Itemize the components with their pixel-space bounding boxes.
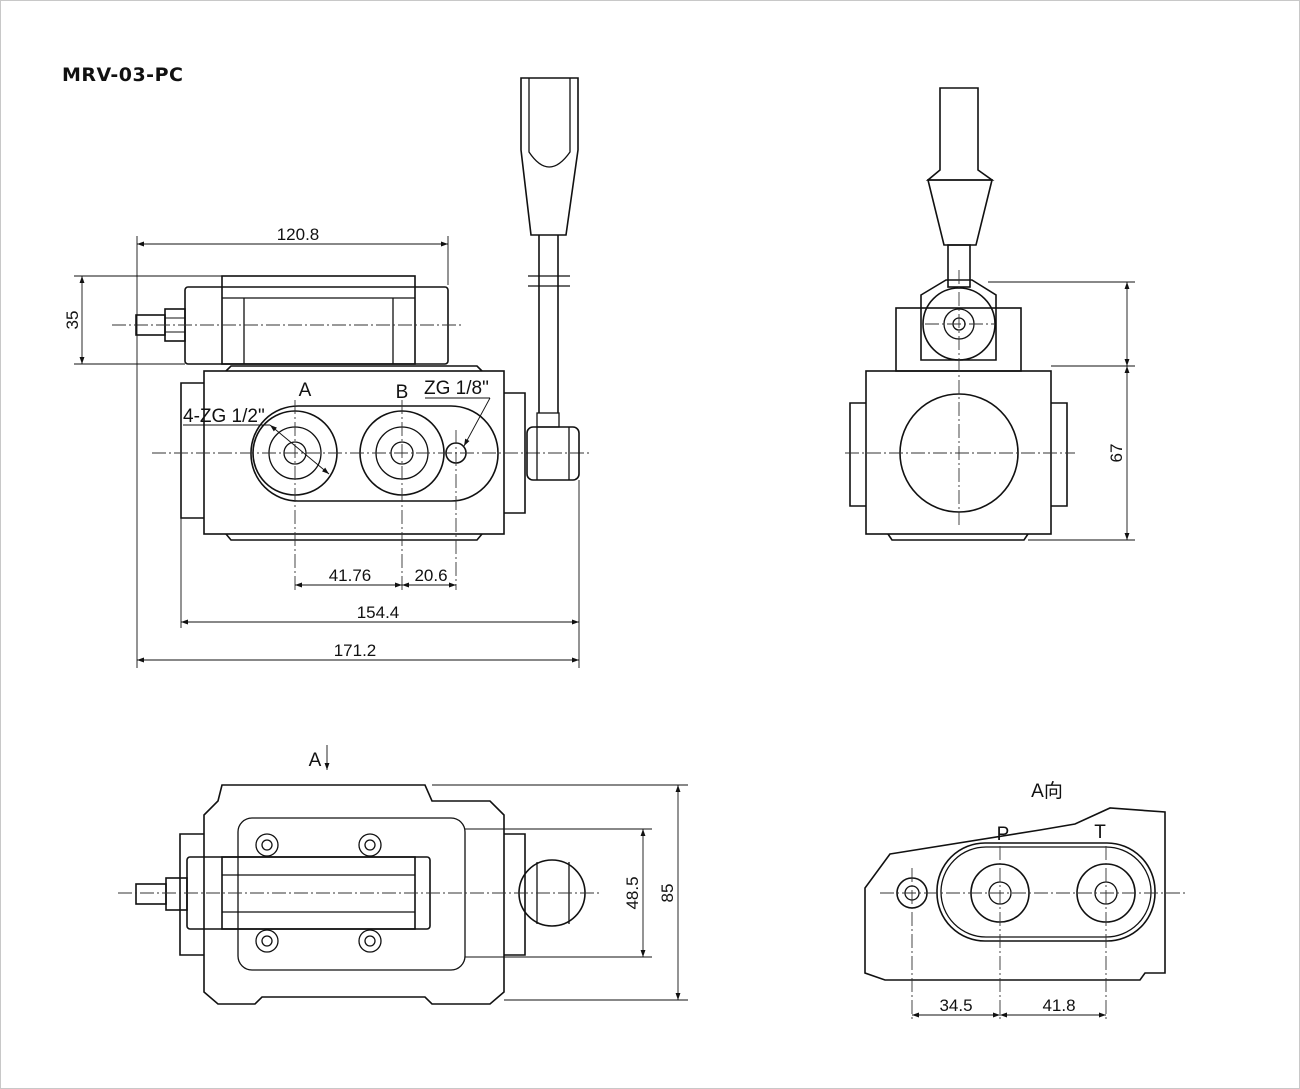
top-body [203,784,505,1005]
dim-body-length: 154.4 [357,603,400,622]
port-plate [250,405,499,502]
dim-p-to-t: 41.8 [1042,996,1075,1015]
valve-body [203,370,505,535]
side-body [865,370,1052,535]
view-a [864,807,1185,1022]
dim-overall-length: 171.2 [334,641,377,660]
dim-port-spacing: 41.76 [329,566,372,585]
upper-cylinder-cap [221,275,416,365]
label-port-p: P [997,824,1010,845]
dim-hole-to-p: 34.5 [939,996,972,1015]
label-port-t: T [1094,822,1106,843]
dim-top-width: 120.8 [277,225,320,244]
label-thread-main: 4-ZG 1/2" [183,406,265,427]
label-view-arrow: A [309,750,322,771]
dim-bolt-spacing: 48.5 [623,876,642,909]
label-port-a: A [299,380,312,401]
label-view-a-title: A向 [1031,780,1063,802]
dim-pilot-offset: 20.6 [414,566,447,585]
side-upper-housing [895,307,1022,372]
front-view [74,77,590,668]
label-thread-pilot: ZG 1/8" [424,378,489,399]
side-lever-grip [926,179,994,246]
handle-lever-base [536,412,560,428]
top-cover [237,817,466,971]
handle-pivot-block [526,426,580,481]
dim-top-height: 35 [63,311,82,330]
side-view [845,87,1135,541]
label-port-b: B [396,382,409,403]
dim-side-height: 67 [1107,444,1126,463]
view-a-port-plate [936,842,1156,942]
lever-knob [520,77,579,236]
top-view [118,745,688,1005]
drawing-title: MRV-03-PC [62,64,183,86]
dim-body-width: 85 [658,884,677,903]
view-a-body [864,807,1166,981]
